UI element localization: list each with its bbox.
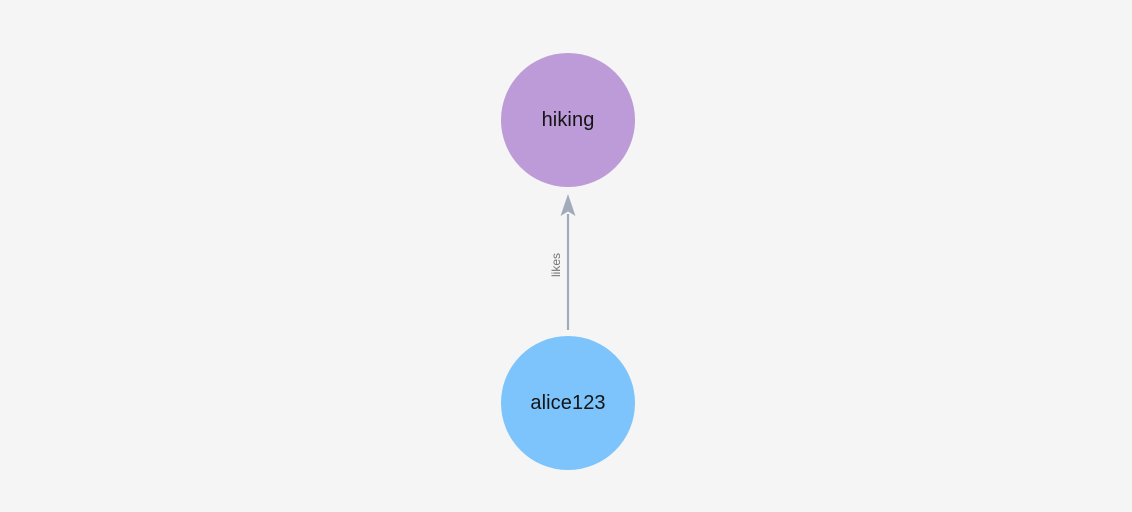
node-label-alice123: alice123: [530, 392, 606, 414]
arrow-up-icon: [560, 194, 576, 216]
edge-likes[interactable]: [560, 194, 576, 330]
node-label-hiking: hiking: [541, 109, 595, 131]
graph-node-hiking[interactable]: hiking: [501, 53, 635, 187]
graph-node-alice123[interactable]: alice123: [501, 336, 635, 470]
edge-label-likes: likes: [549, 253, 563, 278]
